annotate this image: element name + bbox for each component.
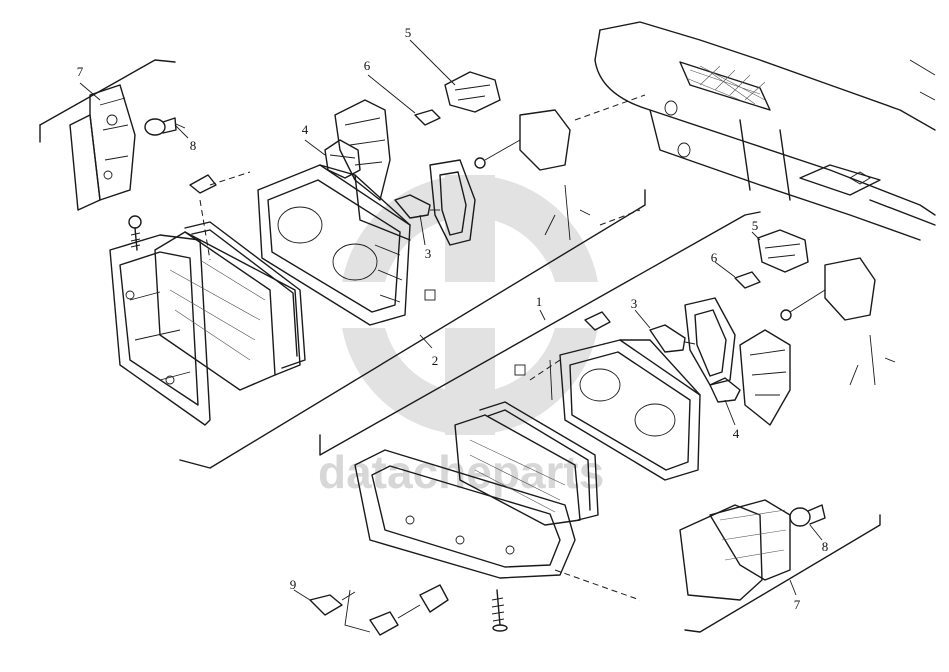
lower-rear-cover — [739, 329, 791, 426]
callout-4-lower: 4 — [733, 426, 740, 441]
lower-connector-5 — [757, 229, 809, 273]
lower-clip-6 — [734, 271, 761, 289]
callout-3-lower: 3 — [631, 296, 638, 311]
callout-8-upper: 8 — [190, 138, 197, 153]
upper-gasket — [184, 221, 306, 369]
callout-9: 9 — [290, 577, 297, 592]
upper-rear-cover — [334, 99, 391, 201]
callout-2: 2 — [432, 353, 439, 368]
alignment-lines — [199, 94, 646, 601]
callout-4-upper: 4 — [302, 122, 309, 137]
callout-8-lower: 8 — [822, 539, 829, 554]
watermark-text: datacheparts — [318, 446, 604, 498]
lower-gasket — [479, 401, 599, 521]
vehicle-front-body — [594, 21, 936, 241]
lower-adjuster-motor — [780, 257, 896, 386]
upper-lens — [154, 231, 301, 391]
upper-corner-lamp — [69, 84, 136, 211]
upper-clip — [189, 174, 217, 194]
upper-headlamp-housing — [257, 164, 436, 326]
lower-headlamp-housing — [514, 339, 701, 481]
callout-5-lower: 5 — [752, 218, 759, 233]
lower-socket-4 — [709, 377, 741, 403]
side-marker-9 — [309, 584, 449, 636]
lower-screw — [491, 589, 508, 632]
leader-lines — [79, 39, 823, 601]
watermark-logo — [340, 175, 600, 435]
callout-7-lower: 7 — [794, 597, 801, 612]
lower-bulb-3 — [649, 324, 696, 353]
lower-assembly-outline — [319, 211, 881, 633]
upper-screw — [128, 215, 142, 251]
upper-bulb — [144, 117, 186, 136]
lower-clip — [584, 311, 611, 331]
callout-3-upper: 3 — [425, 246, 432, 261]
upper-clip-6 — [414, 109, 441, 126]
callout-labels: 5 6 7 8 4 3 2 1 5 6 3 4 8 7 9 — [77, 25, 829, 612]
callout-6-upper: 6 — [364, 58, 371, 73]
upper-retaining-ring — [429, 159, 476, 246]
lower-retaining-ring — [684, 297, 736, 386]
upper-connector-5 — [444, 71, 501, 113]
lower-corner-lamp — [679, 499, 791, 601]
upper-adjuster-motor — [474, 109, 591, 241]
upper-assembly-outline — [39, 59, 646, 469]
upper-bezel — [109, 234, 211, 426]
callout-5-upper: 5 — [405, 25, 412, 40]
callout-1: 1 — [536, 294, 543, 309]
lower-bulb-8 — [789, 504, 826, 527]
callout-6-lower: 6 — [711, 250, 718, 265]
callout-7-upper: 7 — [77, 64, 84, 79]
lower-bezel — [354, 449, 576, 579]
